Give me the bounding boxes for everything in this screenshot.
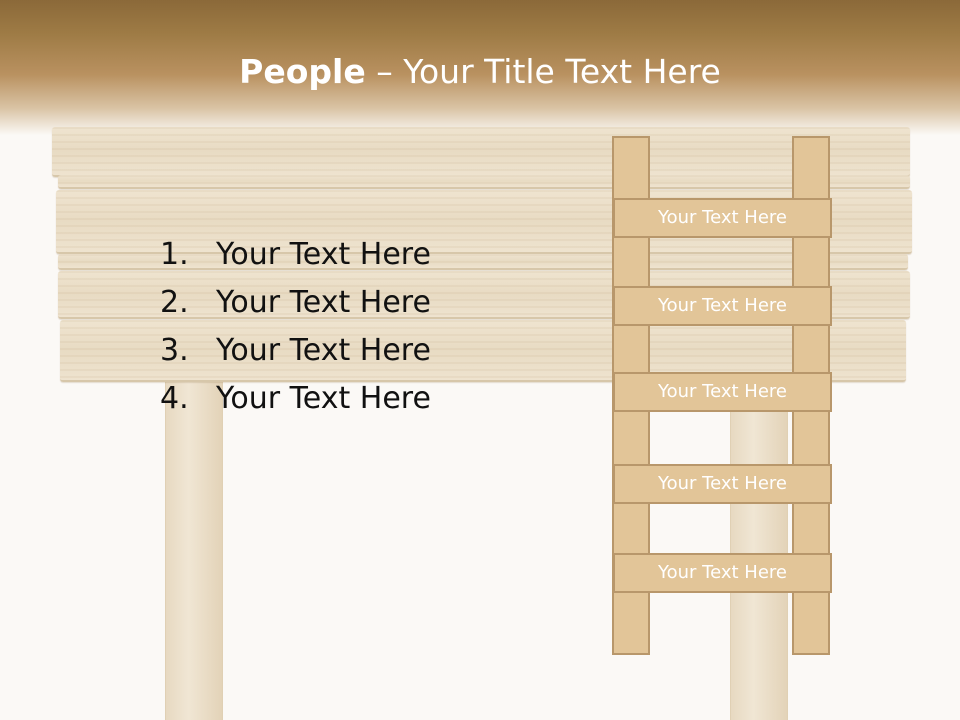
list-text: Your Text Here <box>216 285 431 320</box>
list-number: 4. <box>160 381 189 416</box>
title-bold: People <box>239 52 366 91</box>
ladder-rung: Your Text Here <box>613 286 832 326</box>
list-number: 1. <box>160 237 189 272</box>
list-item: 3. Your Text Here <box>160 330 431 378</box>
list-text: Your Text Here <box>216 333 431 368</box>
title-rest: – Your Title Text Here <box>365 52 721 91</box>
title-banner <box>0 0 960 135</box>
list-item: 1. Your Text Here <box>160 234 431 282</box>
ladder-rung: Your Text Here <box>613 553 832 593</box>
ladder-rung: Your Text Here <box>613 198 832 238</box>
sign-plank <box>58 175 910 189</box>
list-text: Your Text Here <box>216 237 431 272</box>
sign-plank <box>60 320 906 382</box>
sign-plank <box>52 127 910 177</box>
list-number: 2. <box>160 285 189 320</box>
sign-post-left <box>165 370 223 720</box>
slide-title: People – Your Title Text Here <box>0 52 960 91</box>
list-number: 3. <box>160 333 189 368</box>
ladder-rung: Your Text Here <box>613 372 832 412</box>
list-text: Your Text Here <box>216 381 431 416</box>
list-item: 2. Your Text Here <box>160 282 431 330</box>
list-item: 4. Your Text Here <box>160 378 431 426</box>
numbered-list: 1. Your Text Here 2. Your Text Here 3. Your… <box>160 234 431 426</box>
sign-plank <box>58 254 908 270</box>
ladder-rung: Your Text Here <box>613 464 832 504</box>
sign-post-right <box>730 370 788 720</box>
